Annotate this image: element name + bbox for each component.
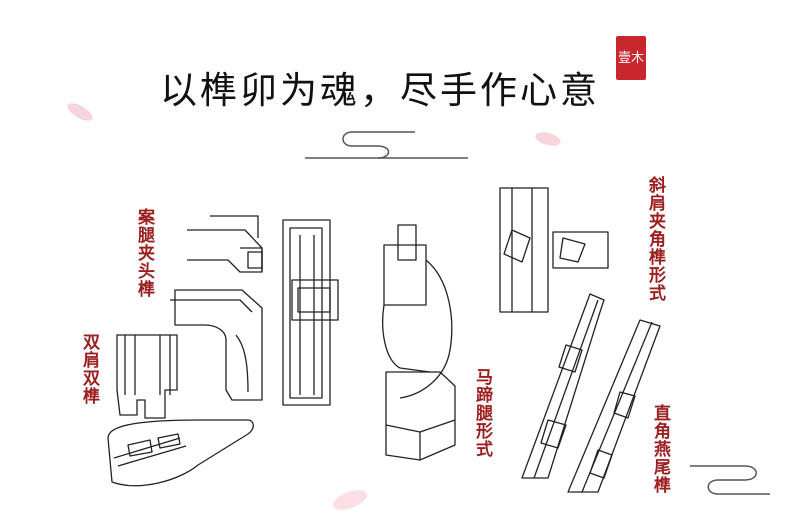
label-xie-jian: 斜肩夹角榫形式 <box>645 176 665 302</box>
swirl-ornament-bottom <box>690 465 770 495</box>
zhi-jiao-joint-drawing <box>521 293 661 493</box>
petal-left <box>67 103 93 121</box>
seal-text: 壹木 <box>617 50 644 66</box>
ma-ti-leg-drawing <box>382 224 456 461</box>
label-zhi-jiao: 直角燕尾榫 <box>650 404 670 494</box>
label-an-tui: 案腿夹头榫 <box>134 208 154 298</box>
swirl-ornament-top <box>305 131 468 159</box>
shuang-jian-joint-drawing <box>107 334 254 487</box>
an-tui-joint-drawing <box>170 215 263 401</box>
petal-bottom <box>332 490 368 510</box>
label-ma-ti: 马蹄腿形式 <box>472 368 492 458</box>
label-shuang-jian: 双肩双榫 <box>79 333 99 405</box>
seal-stamp: 壹木 <box>616 36 646 80</box>
xie-jian-joint-drawing <box>499 187 609 313</box>
bracket-joint-drawing <box>282 219 339 406</box>
page-title: 以榫卯为魂，尽手作心意 <box>160 69 600 112</box>
petal-right <box>535 132 561 146</box>
